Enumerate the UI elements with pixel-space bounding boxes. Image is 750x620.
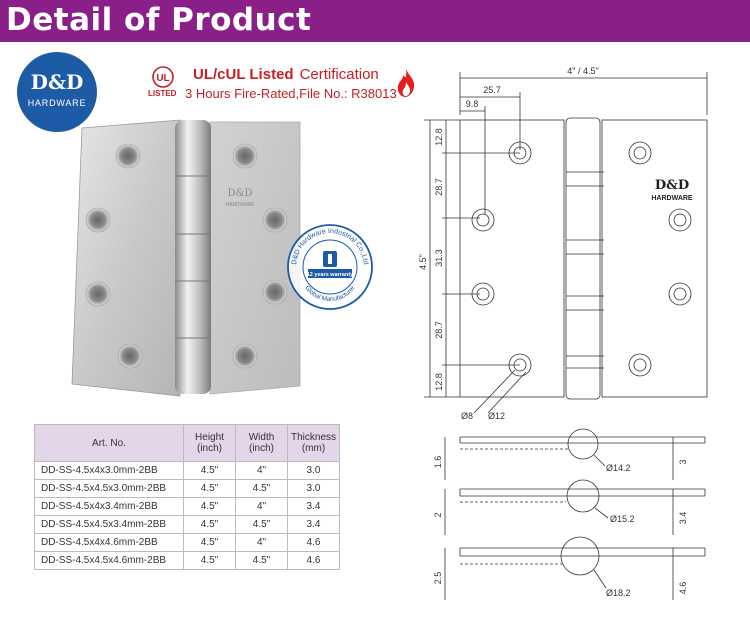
width-dimension: 4" / 4.5" (567, 66, 598, 76)
drawing-brand: D&D (655, 178, 689, 193)
ul-mark: UL (156, 73, 169, 84)
profile-1-knuckle: Ø14.2 (606, 463, 631, 473)
dim-28-7-a: 28.7 (434, 178, 444, 196)
stamp-center-text: 12 years warranty (307, 272, 354, 278)
dim-25-7: 25.7 (483, 85, 501, 95)
logo-sub: HARDWARE (27, 98, 87, 108)
hinge-engraving-sub: HARDWARE (226, 202, 256, 208)
technical-drawing: 4" / 4.5" 25.7 9.8 4.5" 12.8 28.7 31.3 2… (418, 66, 708, 600)
hinge-product-photo: D&D HARDWARE (71, 119, 301, 397)
ul-listed-label: LISTED (148, 89, 177, 98)
profile-3-knuckle: Ø18.2 (606, 588, 631, 598)
profile-2-knuckle: Ø15.2 (610, 514, 635, 524)
hole-small-diameter: Ø8 (461, 411, 473, 421)
ul-certification-icon: UL (152, 66, 174, 88)
height-dimension: 4.5" (418, 254, 428, 270)
table-header-row: Art. No. Height(inch) Width(inch) Thickn… (34, 424, 340, 462)
profile-1-right-dim: 3 (678, 459, 688, 464)
brand-logo: D&D HARDWARE (17, 52, 97, 132)
profile-2-right-dim: 3.4 (678, 512, 688, 525)
warranty-stamp: D&D Hardware Industrial Co.,Ltd Global M… (287, 224, 373, 310)
dim-12-8-top: 12.8 (434, 128, 444, 146)
spec-table: Art. No. Height(inch) Width(inch) Thickn… (34, 424, 340, 570)
header-height: Height(inch) (183, 424, 236, 462)
header-art-no: Art. No. (34, 424, 184, 462)
listed-label: UL/cUL Listed (193, 66, 294, 83)
dim-28-7-b: 28.7 (434, 321, 444, 339)
dim-12-8-bottom: 12.8 (434, 373, 444, 391)
profile-2-left-dim: 2 (433, 512, 443, 517)
page-title: Detail of Product (6, 2, 312, 38)
certification-title: UL/cUL Listed Certification (193, 66, 379, 83)
dim-9-8: 9.8 (466, 99, 479, 109)
title-banner: Detail of Product (0, 0, 750, 42)
certification-word: Certification (299, 66, 379, 83)
profile-3-left-dim: 2.5 (433, 572, 443, 585)
profile-3-right-dim: 4.6 (678, 582, 688, 595)
hinge-engraving-brand: D&D (228, 188, 253, 199)
hole-large-diameter: Ø12 (488, 411, 505, 421)
dim-31-3: 31.3 (434, 249, 444, 267)
profile-1-left-dim: 1.6 (433, 456, 443, 469)
header-width: Width(inch) (235, 424, 288, 462)
logo-brand: D&D (30, 70, 84, 94)
header-thickness: Thickness(mm) (287, 424, 340, 462)
flame-icon (397, 69, 415, 97)
fire-rating-text: 3 Hours Fire-Rated,File No.: R38013 (185, 86, 397, 101)
drawing-sub: HARDWARE (651, 195, 693, 202)
